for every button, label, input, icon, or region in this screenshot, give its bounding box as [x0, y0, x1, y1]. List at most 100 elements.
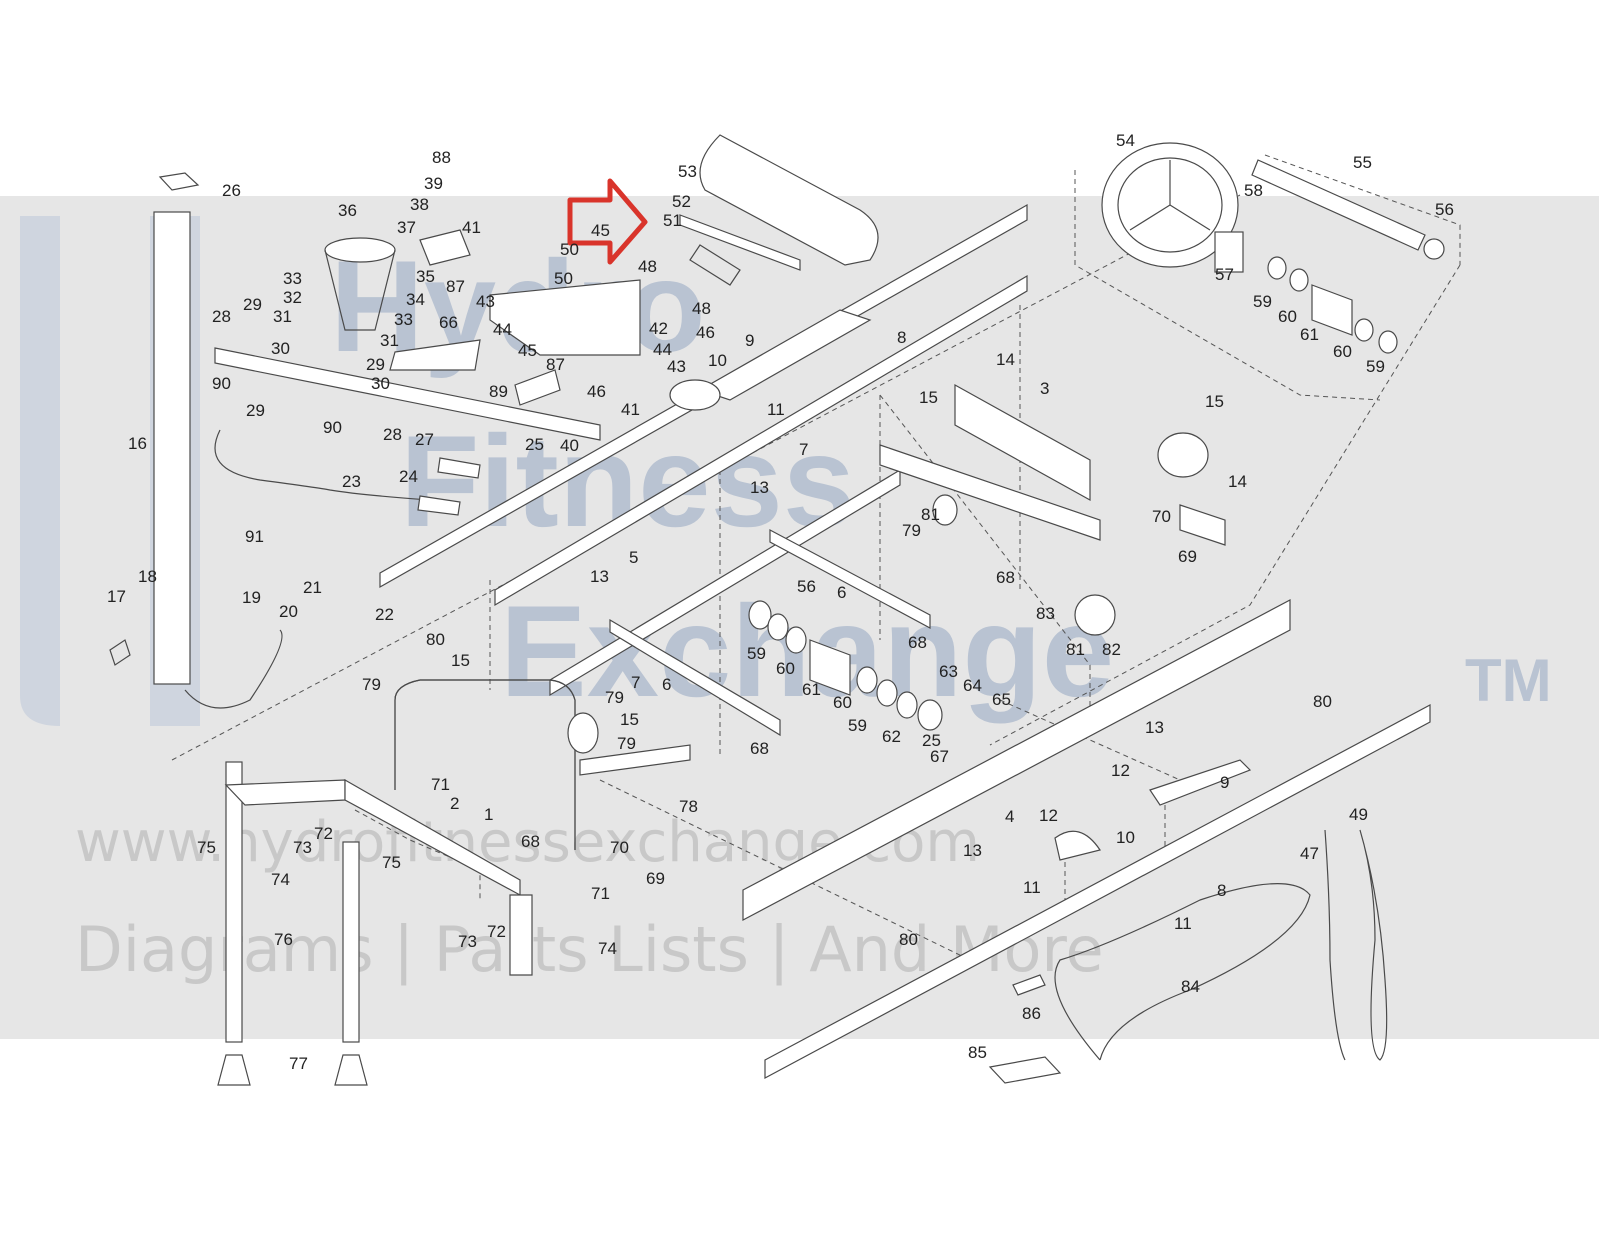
part-label-70: 70	[610, 838, 629, 857]
part-label-17: 17	[107, 587, 126, 606]
part-label-56: 56	[1435, 200, 1454, 219]
part-label-44: 44	[493, 320, 512, 339]
part-label-60: 60	[833, 693, 852, 712]
wheel-81-upper	[932, 494, 958, 526]
watermark-tm: TM	[1465, 647, 1552, 714]
part-label-28: 28	[383, 425, 402, 444]
roller-61	[1311, 284, 1353, 336]
upright-post-16	[153, 211, 191, 685]
post-cap-26	[158, 172, 200, 191]
washer-60	[1354, 318, 1374, 342]
part-label-56: 56	[797, 577, 816, 596]
part-label-54: 54	[1116, 131, 1135, 150]
rear-frame-assembly	[879, 383, 1252, 861]
part-label-48: 48	[638, 257, 657, 276]
part-label-67: 67	[930, 747, 949, 766]
roller-15-right	[1157, 432, 1209, 478]
part-label-53: 53	[678, 162, 697, 181]
part-label-70: 70	[1152, 507, 1171, 526]
part-label-11: 11	[1174, 914, 1192, 933]
part-label-7: 7	[799, 440, 808, 459]
rail-upper	[494, 274, 1028, 607]
part-label-3: 3	[1040, 379, 1049, 398]
part-label-68: 68	[996, 568, 1015, 587]
part-label-33: 33	[283, 269, 302, 288]
part-label-73: 73	[293, 838, 312, 857]
part-label-44: 44	[653, 340, 672, 359]
crossbar-6-right	[769, 529, 931, 630]
part-label-13: 13	[590, 567, 609, 586]
part-label-87: 87	[546, 355, 565, 374]
part-label-43: 43	[667, 357, 686, 376]
part-label-6: 6	[662, 675, 671, 694]
part-label-26: 26	[222, 181, 241, 200]
part-label-25: 25	[525, 435, 544, 454]
part-label-90: 90	[212, 374, 231, 393]
part-label-15: 15	[620, 710, 639, 729]
tube-87	[419, 229, 471, 266]
part-label-75: 75	[382, 853, 401, 872]
part-label-68: 68	[908, 633, 927, 652]
part-label-1: 1	[484, 805, 493, 824]
part-label-47: 47	[1300, 844, 1319, 863]
part-label-9: 9	[1220, 773, 1229, 792]
clip-85	[988, 1056, 1062, 1084]
clamp-66	[389, 339, 481, 371]
washer-59-lower	[876, 679, 898, 707]
part-label-75: 75	[197, 838, 216, 857]
bushing-63	[896, 691, 918, 719]
part-label-18: 18	[138, 567, 157, 586]
cable-47	[1324, 829, 1346, 1061]
part-label-12: 12	[1039, 806, 1058, 825]
center-roller-stack	[748, 600, 943, 731]
part-label-15: 15	[1205, 392, 1224, 411]
part-label-14: 14	[996, 350, 1015, 369]
wheel-15	[567, 712, 599, 754]
part-label-79: 79	[605, 688, 624, 707]
part-label-42: 42	[649, 319, 668, 338]
part-label-22: 22	[375, 605, 394, 624]
seat-assembly	[669, 134, 879, 411]
upper-left-assembly	[214, 229, 641, 516]
part-label-76: 76	[274, 930, 293, 949]
part-label-13: 13	[963, 841, 982, 860]
cylinder-34	[324, 249, 396, 331]
part-label-33: 33	[394, 310, 413, 329]
cable-20	[184, 629, 283, 709]
bracket-42	[489, 279, 641, 356]
part-label-52: 52	[672, 192, 691, 211]
part-label-55: 55	[1353, 153, 1372, 172]
roller-14	[1179, 504, 1226, 546]
part-label-82: 82	[1102, 640, 1121, 659]
handle-24-lower	[417, 495, 461, 516]
part-label-49: 49	[1349, 805, 1368, 824]
washer-59	[1378, 330, 1398, 354]
watermark-logo-mark	[20, 216, 60, 726]
part-label-84: 84	[1181, 977, 1200, 996]
bushing-64	[917, 699, 943, 731]
washer-59	[1267, 256, 1287, 280]
part-label-51: 51	[663, 211, 682, 230]
arm-27	[214, 347, 601, 441]
bearing-56	[1423, 238, 1445, 260]
part-label-10: 10	[708, 351, 727, 370]
part-label-45: 45	[591, 221, 610, 240]
part-label-57: 57	[1215, 265, 1234, 284]
part-label-60: 60	[776, 659, 795, 678]
part-label-72: 72	[487, 922, 506, 941]
part-label-24: 24	[399, 467, 418, 486]
part-label-10: 10	[1116, 828, 1135, 847]
part-label-8: 8	[897, 328, 906, 347]
part-label-5: 5	[629, 548, 638, 567]
part-label-80: 80	[899, 930, 918, 949]
part-label-50: 50	[560, 240, 579, 259]
part-label-68: 68	[750, 739, 769, 758]
part-label-72: 72	[314, 824, 333, 843]
part-label-29: 29	[243, 295, 262, 314]
part-label-30: 30	[371, 374, 390, 393]
part-label-25: 25	[922, 731, 941, 750]
part-label-69: 69	[646, 869, 665, 888]
part-label-7: 7	[631, 673, 640, 692]
